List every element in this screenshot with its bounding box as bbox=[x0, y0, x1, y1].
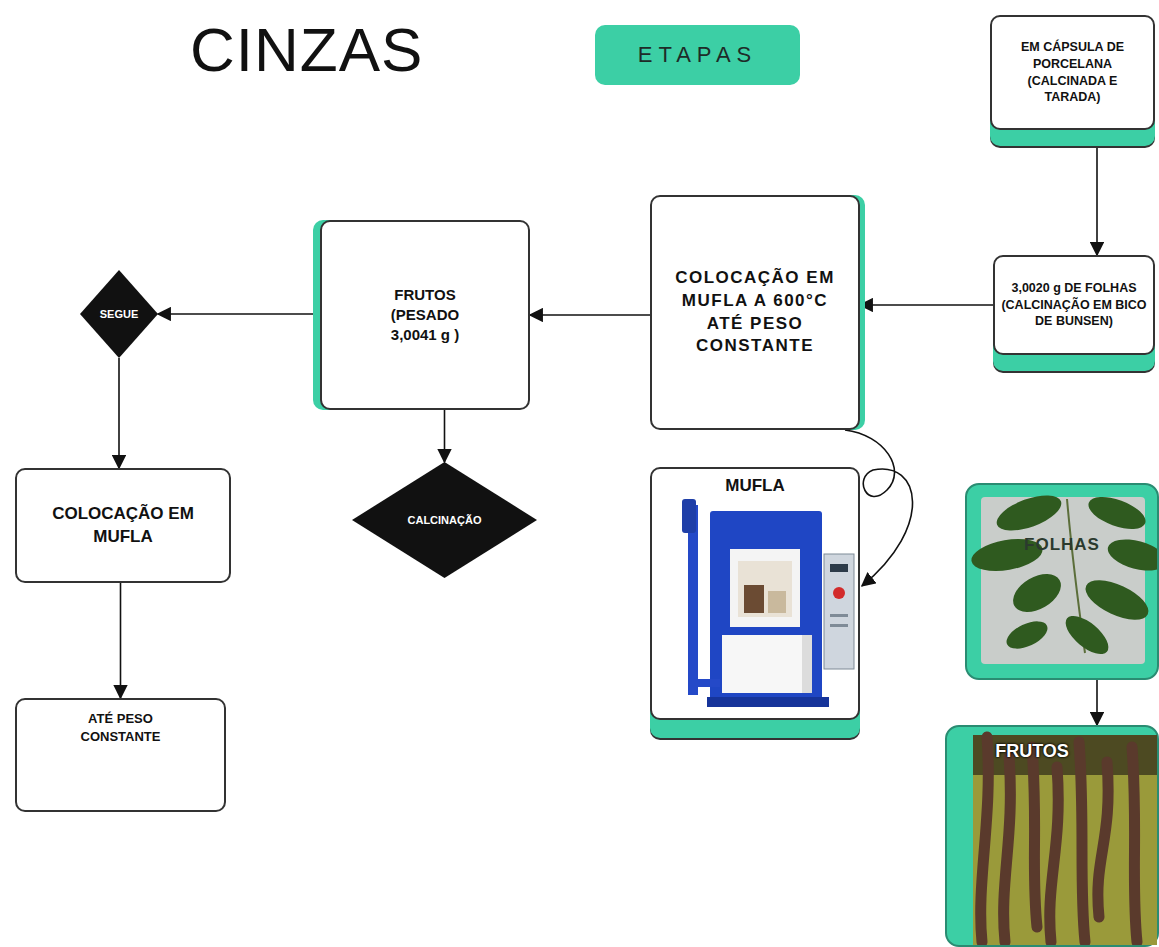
process-box: 3,0020 g DE FOLHAS (CALCINAÇÃO EM BICO D… bbox=[993, 255, 1155, 355]
leaf bbox=[1104, 534, 1157, 577]
flow-arrow bbox=[530, 314, 650, 316]
pod bbox=[1032, 747, 1037, 927]
furnace-part bbox=[824, 554, 854, 669]
decision-diamond: CALCINAÇÃO bbox=[352, 462, 537, 578]
node-label: FRUTOS (PESADO 3,0041 g ) bbox=[375, 285, 475, 346]
flow-arrow bbox=[1096, 130, 1098, 255]
furnace-part bbox=[690, 679, 720, 687]
pod bbox=[1079, 742, 1085, 942]
flow-arrow bbox=[860, 304, 993, 306]
leaf bbox=[992, 488, 1065, 538]
furnace-panel: MUFLA bbox=[650, 467, 860, 720]
node-label: ETAPAS bbox=[638, 42, 758, 68]
leaf bbox=[1002, 616, 1051, 655]
diamond-fill bbox=[352, 462, 537, 578]
node-label: CALCINAÇÃO bbox=[408, 514, 482, 526]
furnace-part bbox=[833, 587, 845, 599]
leaf bbox=[1080, 572, 1154, 628]
flow-arrow bbox=[120, 583, 122, 698]
node-label: EM CÁPSULA DE PORCELANA (CALCINADA E TAR… bbox=[1008, 39, 1138, 107]
process-box: FRUTOS (PESADO 3,0041 g ) bbox=[320, 220, 530, 410]
furnace-part bbox=[768, 591, 786, 613]
flow-arrow bbox=[1096, 680, 1098, 725]
process-box: ATÉ PESO CONSTANTE bbox=[15, 698, 226, 812]
leaves-photo bbox=[967, 485, 1157, 678]
photo-panel: FOLHAS bbox=[965, 483, 1159, 680]
decision-diamond: SEGUE bbox=[80, 270, 158, 358]
node-label: FOLHAS bbox=[967, 535, 1157, 555]
node-label: COLOCAÇÃO EM MUFLA A 600°C ATÉ PESO CONS… bbox=[675, 267, 835, 359]
furnace-part bbox=[802, 635, 812, 693]
pod bbox=[1004, 757, 1011, 942]
process-box: COLOCAÇÃO EM MUFLA A 600°C ATÉ PESO CONS… bbox=[650, 195, 860, 430]
flow-arrow bbox=[118, 358, 120, 468]
furnace-part bbox=[744, 585, 764, 613]
flow-arrow bbox=[444, 410, 446, 462]
furnace-part bbox=[710, 511, 822, 701]
furnace-part bbox=[682, 499, 696, 533]
pod bbox=[981, 737, 989, 942]
leaf bbox=[1059, 609, 1114, 661]
node-label: FRUTOS bbox=[947, 741, 1157, 762]
stage-badge: ETAPAS bbox=[595, 25, 800, 85]
flow-arrow bbox=[158, 313, 320, 315]
furnace-part bbox=[738, 561, 792, 617]
leaf bbox=[1006, 566, 1067, 620]
furnace-part bbox=[830, 614, 848, 617]
diagram-title: CINZAS bbox=[190, 14, 423, 85]
pod bbox=[1050, 767, 1058, 942]
node-label: 3,0020 g DE FOLHAS (CALCINAÇÃO EM BICO D… bbox=[999, 280, 1149, 331]
pod bbox=[1132, 747, 1137, 942]
furnace-part bbox=[688, 505, 698, 695]
photo-panel: FRUTOS bbox=[945, 725, 1159, 947]
diamond-fill bbox=[80, 270, 158, 358]
furnace-part bbox=[722, 635, 808, 693]
process-box: COLOCAÇÃO EM MUFLA bbox=[15, 468, 231, 583]
node-label: COLOCAÇÃO EM MUFLA bbox=[23, 503, 223, 549]
node-label: MUFLA bbox=[652, 475, 858, 498]
pod bbox=[1098, 762, 1108, 917]
node-label: ATÉ PESO CONSTANTE bbox=[61, 710, 181, 745]
process-box: EM CÁPSULA DE PORCELANA (CALCINADA E TAR… bbox=[990, 15, 1155, 130]
leaf bbox=[1084, 491, 1149, 536]
furnace-part bbox=[707, 697, 829, 707]
photo-ground bbox=[973, 735, 1157, 945]
furnace-part bbox=[830, 564, 848, 572]
node-label: SEGUE bbox=[100, 308, 139, 320]
furnace-part bbox=[730, 549, 800, 627]
furnace-part bbox=[830, 624, 848, 627]
furnace-illustration bbox=[652, 469, 862, 722]
